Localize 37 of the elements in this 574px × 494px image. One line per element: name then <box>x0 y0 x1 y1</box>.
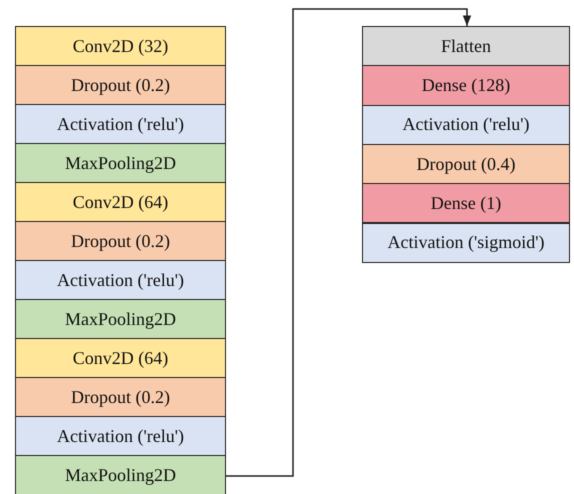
layer-box <box>362 222 570 263</box>
layer-label: Dropout (0.2) <box>71 386 170 408</box>
layer-box <box>15 182 226 222</box>
layer-label: MaxPooling2D <box>64 308 176 330</box>
layer-label: Dropout (0.2) <box>71 230 170 252</box>
layer-label: Activation ('relu') <box>57 426 184 446</box>
layer-label: Dense (128) <box>422 74 510 96</box>
layer-label: MaxPooling2D <box>64 464 176 486</box>
layer-label: Activation ('relu') <box>57 270 184 290</box>
layer-label: Activation ('relu') <box>57 114 184 134</box>
layer-label: Dense (1) <box>430 192 502 214</box>
layer-box <box>362 65 570 106</box>
layer-label: Conv2D (64) <box>72 192 168 212</box>
layer-label: Conv2D (32) <box>72 36 168 56</box>
layer-box <box>15 65 226 105</box>
layer-label: Conv2D (64) <box>72 348 168 368</box>
layer-box <box>15 377 226 417</box>
layer-box <box>15 338 226 378</box>
layer-box <box>15 221 226 261</box>
layer-box <box>15 143 226 183</box>
layer-label: Flatten <box>441 36 491 57</box>
layer-box <box>15 104 226 144</box>
layer-box <box>15 299 226 339</box>
layer-box <box>15 416 226 456</box>
layer-label: Dropout (0.4) <box>416 154 516 175</box>
layer-label: Activation ('relu') <box>402 114 530 136</box>
layer-box <box>15 455 226 494</box>
layer-label: Dropout (0.2) <box>71 74 170 96</box>
layer-box <box>362 26 570 66</box>
arrow <box>226 8 472 477</box>
layer-box <box>15 260 226 300</box>
layer-label: MaxPooling2D <box>64 152 176 174</box>
layer-box <box>362 144 570 184</box>
layer-box <box>362 183 570 224</box>
layer-label: Activation ('sigmoid') <box>388 232 544 254</box>
layer-box <box>15 26 226 66</box>
layer-box <box>362 104 570 145</box>
